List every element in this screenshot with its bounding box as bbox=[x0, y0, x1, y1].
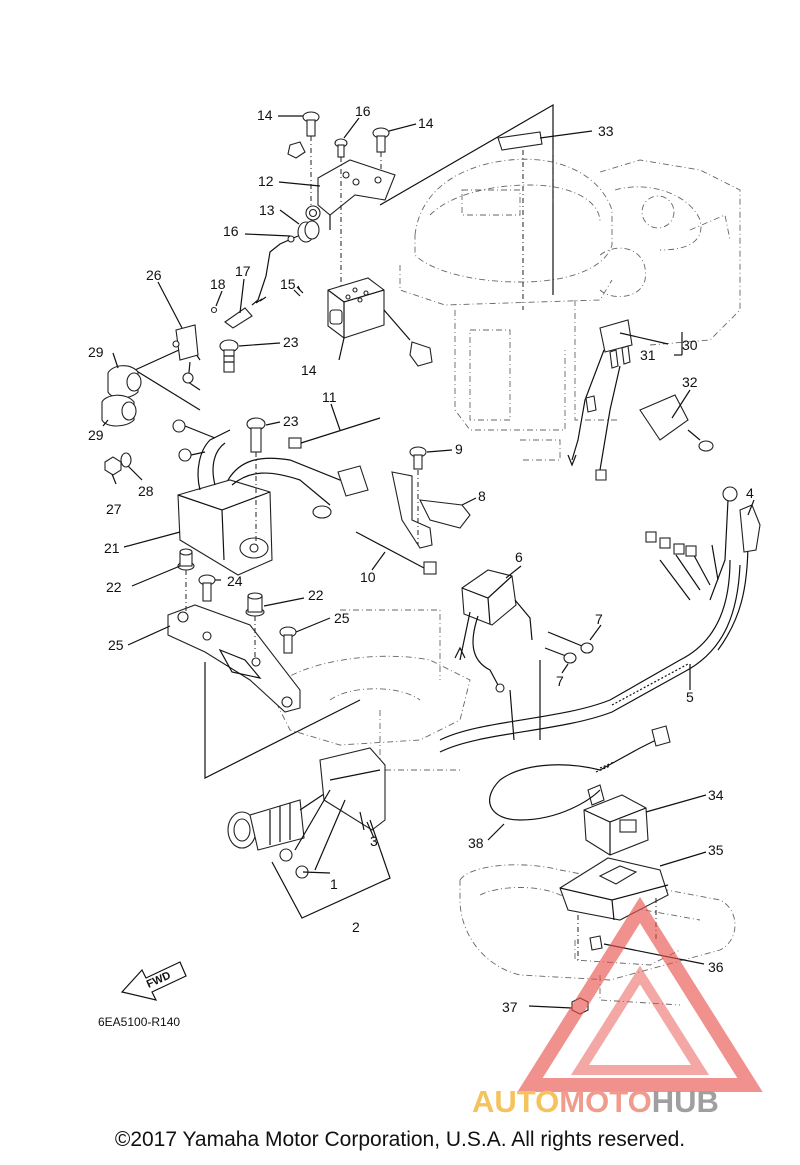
part-label-10: 10 bbox=[360, 569, 376, 585]
part-label-2: 2 bbox=[352, 919, 360, 935]
part-label-36: 36 bbox=[708, 959, 724, 975]
regulator-6 bbox=[454, 569, 533, 693]
svg-text:AUTOMOTOHUB: AUTOMOTOHUB bbox=[472, 1084, 719, 1119]
part-label-14b: 14 bbox=[418, 115, 434, 131]
part-label-25b: 25 bbox=[334, 610, 350, 626]
part-label-1: 1 bbox=[330, 876, 338, 892]
part-label-28: 28 bbox=[138, 483, 154, 499]
part-label-24: 25 bbox=[108, 637, 124, 653]
part-label-4: 4 bbox=[746, 485, 754, 501]
part-label-14a: 14 bbox=[257, 107, 273, 123]
part-label-12: 12 bbox=[258, 173, 274, 189]
part-label-21: 21 bbox=[104, 540, 120, 556]
copyright-notice: ©2017 Yamaha Motor Corporation, U.S.A. A… bbox=[114, 1128, 686, 1151]
part-label-11: 11 bbox=[322, 389, 337, 405]
part-label-29b: 29 bbox=[88, 427, 104, 443]
part-33 bbox=[497, 131, 554, 310]
bolts-7 bbox=[544, 631, 594, 664]
part-label-31: 31 bbox=[640, 347, 656, 363]
part-label-8: 8 bbox=[478, 488, 486, 504]
engine-outline bbox=[399, 158, 741, 461]
assembly-brackets bbox=[134, 103, 554, 779]
cable-tie-11 bbox=[288, 417, 381, 449]
part-label-25a: 24 bbox=[227, 573, 243, 589]
bolt-14-right bbox=[372, 127, 390, 153]
part-label-23b: 23 bbox=[283, 413, 299, 429]
part-label-27: 27 bbox=[106, 501, 122, 517]
part-label-29a: 29 bbox=[88, 344, 104, 360]
part-label-33: 33 bbox=[598, 123, 614, 139]
part-label-19: 17 bbox=[235, 263, 251, 279]
bolt-23-lower bbox=[246, 417, 266, 545]
bolt-14-left bbox=[302, 111, 320, 137]
part-label-22b: 22 bbox=[308, 587, 324, 603]
part-label-6: 6 bbox=[515, 549, 523, 565]
switch-box-lower bbox=[489, 725, 671, 1015]
watermark-text-auto: AUTO bbox=[472, 1084, 559, 1119]
bolt-23-upper bbox=[219, 339, 239, 373]
part-label-23a: 23 bbox=[283, 334, 299, 350]
diagram-code: 6EA5100-R140 bbox=[98, 1015, 180, 1029]
part-label-32: 32 bbox=[682, 374, 698, 390]
connectors-30-31-32 bbox=[567, 319, 714, 481]
part-label-34: 34 bbox=[708, 787, 724, 803]
part-label-37: 37 bbox=[502, 999, 518, 1015]
nut-27-washer-28 bbox=[104, 452, 132, 476]
part-label-30: 30 bbox=[682, 337, 698, 353]
part-label-35: 35 bbox=[708, 842, 724, 858]
fwd-arrow: FWD bbox=[120, 961, 187, 1001]
screw-18 bbox=[334, 138, 348, 158]
part-label-7a: 7 bbox=[595, 611, 603, 627]
cable-tie-10 bbox=[355, 531, 437, 575]
switch-bracket-assembly bbox=[210, 111, 433, 367]
switch-26-assembly bbox=[101, 324, 201, 427]
part-label-22a: 22 bbox=[106, 579, 122, 595]
part-label-16: 16 bbox=[223, 223, 239, 239]
cdi-unit-21 bbox=[172, 419, 369, 576]
watermark-logo: AUTOMOTOHUB bbox=[472, 896, 763, 1119]
wire-harness-5 bbox=[439, 486, 761, 753]
part-label-5: 5 bbox=[686, 689, 694, 705]
part-label-15: 14 bbox=[301, 362, 317, 378]
part-label-13: 13 bbox=[259, 202, 275, 218]
collar-22b bbox=[245, 592, 265, 658]
watermark-triangle-icon bbox=[517, 896, 763, 1092]
part-label-9: 9 bbox=[455, 441, 463, 457]
part-label-7b: 7 bbox=[556, 673, 564, 689]
bolt-9-bracket-8 bbox=[391, 446, 471, 549]
bolt-25b bbox=[279, 626, 297, 654]
part-label-20: 18 bbox=[210, 276, 226, 292]
watermark-text-hub: HUB bbox=[652, 1084, 719, 1119]
part-labels: 14 16 14 33 12 13 16 17 18 15 26 23 14 2… bbox=[88, 103, 754, 1029]
main-switch-2 bbox=[227, 747, 386, 879]
watermark-text-moto: MOTO bbox=[559, 1084, 651, 1119]
part-label-17: 15 bbox=[280, 276, 296, 292]
bolt-25a bbox=[198, 574, 216, 602]
base-plate-24 bbox=[167, 604, 301, 713]
collar-22a bbox=[177, 548, 195, 612]
part-label-18: 16 bbox=[355, 103, 371, 119]
part-label-3: 3 bbox=[370, 833, 378, 849]
part-label-26: 26 bbox=[146, 267, 162, 283]
part-label-38: 38 bbox=[468, 835, 484, 851]
